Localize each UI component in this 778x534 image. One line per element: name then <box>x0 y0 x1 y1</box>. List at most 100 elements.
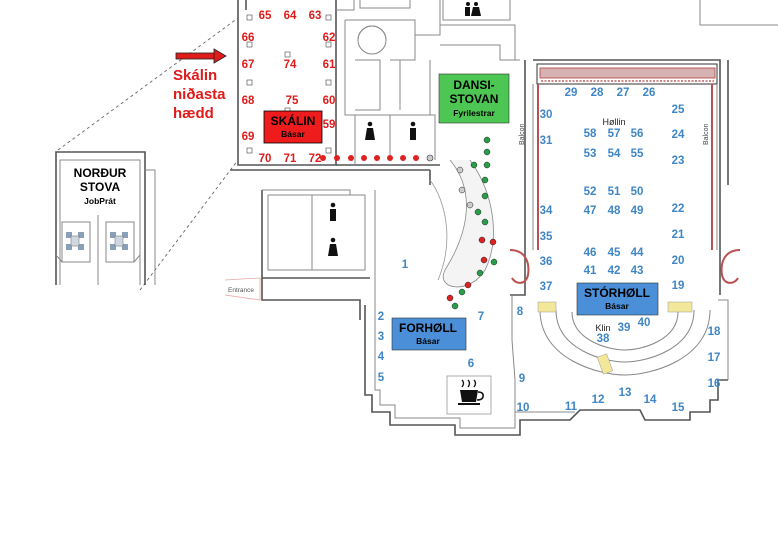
booth-35[interactable]: 35 <box>540 231 553 243</box>
dansistovan-title-2: STOVAN <box>450 92 499 106</box>
booth-72[interactable]: 72 <box>309 153 322 165</box>
booth-37[interactable]: 37 <box>540 281 553 293</box>
table-group-right <box>110 232 128 250</box>
nordur-stova-subtitle: JobPrát <box>84 196 116 206</box>
booth-62[interactable]: 62 <box>323 32 336 44</box>
booth-71[interactable]: 71 <box>284 153 297 165</box>
booth-4[interactable]: 4 <box>378 351 385 363</box>
blue-booths: 1 2 3 4 5 6 7 8 9 10 11 12 13 14 15 16 1… <box>378 87 721 414</box>
booth-23[interactable]: 23 <box>672 155 685 167</box>
booth-58[interactable]: 58 <box>584 128 597 140</box>
skalin-booths: 65 64 63 66 62 67 74 61 68 75 60 69 59 7… <box>242 10 434 165</box>
red-dot-row <box>320 154 434 162</box>
booth-26[interactable]: 26 <box>643 87 656 99</box>
booth-74[interactable]: 74 <box>284 59 297 71</box>
booth-24[interactable]: 24 <box>672 129 685 141</box>
nordur-stova-title-1: NORÐUR <box>74 166 127 180</box>
booth-47[interactable]: 47 <box>584 205 597 217</box>
storholl-room-tag[interactable]: STÓRHØLL Básar <box>576 282 659 316</box>
booth-29[interactable]: 29 <box>565 87 578 99</box>
booth-11[interactable]: 11 <box>565 401 578 413</box>
booth-45[interactable]: 45 <box>608 247 621 259</box>
booth-28[interactable]: 28 <box>591 87 604 99</box>
booth-43[interactable]: 43 <box>631 265 644 277</box>
coffee-cup-icon <box>455 379 484 409</box>
booth-70[interactable]: 70 <box>259 153 272 165</box>
booth-55[interactable]: 55 <box>631 148 644 160</box>
booth-44[interactable]: 44 <box>631 247 644 259</box>
booth-30[interactable]: 30 <box>540 109 553 121</box>
klin-title: Klin <box>595 323 610 333</box>
forholl-room-tag[interactable]: FORHØLL Básar <box>391 317 467 351</box>
booth-25[interactable]: 25 <box>672 104 685 116</box>
booth-50[interactable]: 50 <box>631 186 644 198</box>
booth-20[interactable]: 20 <box>672 255 685 267</box>
booth-16[interactable]: 16 <box>708 378 721 390</box>
booth-18[interactable]: 18 <box>708 326 721 338</box>
booth-41[interactable]: 41 <box>584 265 597 277</box>
note-line-1: Skálin <box>173 67 217 84</box>
skalin-room-tag[interactable]: SKÁLIN Básar <box>263 110 323 144</box>
booth-22[interactable]: 22 <box>672 203 685 215</box>
arrow-right-icon <box>175 48 227 64</box>
booth-69[interactable]: 69 <box>242 131 255 143</box>
booth-53[interactable]: 53 <box>584 148 597 160</box>
booth-66[interactable]: 66 <box>242 32 255 44</box>
dansistovan-room[interactable]: DANSI- STOVAN Fyrilestrar <box>438 73 510 124</box>
booth-5[interactable]: 5 <box>378 372 385 384</box>
forholl-subtitle: Básar <box>416 336 440 346</box>
booth-65[interactable]: 65 <box>259 10 272 22</box>
booth-56[interactable]: 56 <box>631 128 644 140</box>
booth-34[interactable]: 34 <box>540 205 553 217</box>
booth-10[interactable]: 10 <box>517 402 530 414</box>
booth-2[interactable]: 2 <box>378 311 384 323</box>
booth-31[interactable]: 31 <box>540 135 553 147</box>
booth-42[interactable]: 42 <box>608 265 621 277</box>
forholl-title: FORHØLL <box>399 321 457 335</box>
dot-path <box>446 136 498 310</box>
table-group-left <box>66 232 84 250</box>
booth-63[interactable]: 63 <box>309 10 322 22</box>
booth-64[interactable]: 64 <box>284 10 297 22</box>
booth-59[interactable]: 59 <box>323 119 336 131</box>
booth-67[interactable]: 67 <box>242 59 255 71</box>
booth-6[interactable]: 6 <box>468 358 474 370</box>
booth-19[interactable]: 19 <box>672 280 685 292</box>
booth-13[interactable]: 13 <box>619 387 632 399</box>
booth-51[interactable]: 51 <box>608 186 621 198</box>
projection-lines <box>57 17 239 291</box>
booth-3[interactable]: 3 <box>378 331 384 343</box>
booth-40[interactable]: 40 <box>638 317 651 329</box>
booth-1[interactable]: 1 <box>402 259 409 271</box>
booth-54[interactable]: 54 <box>608 148 621 160</box>
skalin-wing <box>230 0 778 171</box>
booth-48[interactable]: 48 <box>608 205 621 217</box>
skalin-subtitle: Básar <box>281 129 305 139</box>
booth-52[interactable]: 52 <box>584 186 597 198</box>
booth-12[interactable]: 12 <box>592 394 605 406</box>
nordur-stova-room: NORÐUR STOVA JobPrát <box>55 151 156 285</box>
skalin-title: SKÁLIN <box>271 113 316 128</box>
booth-61[interactable]: 61 <box>323 59 336 71</box>
dansistovan-title-1: DANSI- <box>453 78 494 92</box>
booth-36[interactable]: 36 <box>540 256 553 268</box>
booth-60[interactable]: 60 <box>323 95 336 107</box>
booth-14[interactable]: 14 <box>644 394 657 406</box>
booth-68[interactable]: 68 <box>242 95 255 107</box>
booth-7[interactable]: 7 <box>478 311 484 323</box>
booth-27[interactable]: 27 <box>617 87 630 99</box>
nordur-stova-title-2: STOVA <box>80 180 121 194</box>
booth-39[interactable]: 39 <box>618 322 631 334</box>
storholl-title: STÓRHØLL <box>584 285 650 300</box>
booth-57[interactable]: 57 <box>608 128 621 140</box>
booth-15[interactable]: 15 <box>672 402 685 414</box>
booth-38[interactable]: 38 <box>597 333 610 345</box>
booth-17[interactable]: 17 <box>708 352 721 364</box>
booth-21[interactable]: 21 <box>672 229 685 241</box>
booth-46[interactable]: 46 <box>584 247 597 259</box>
booth-9[interactable]: 9 <box>519 373 525 385</box>
booth-75[interactable]: 75 <box>286 95 299 107</box>
booth-8[interactable]: 8 <box>517 306 524 318</box>
hollin-title: Høllin <box>602 117 625 127</box>
booth-49[interactable]: 49 <box>631 205 644 217</box>
